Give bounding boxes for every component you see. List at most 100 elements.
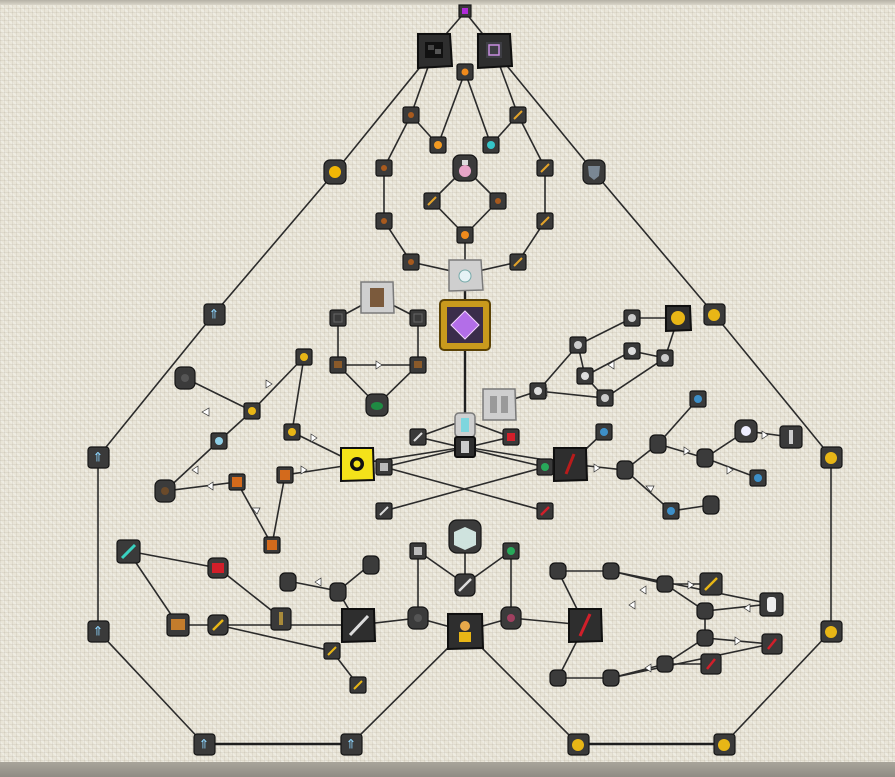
dark-node-lr-a[interactable] [549, 562, 567, 580]
pearl-node[interactable] [734, 419, 758, 443]
gold-orb-node-bottom-center[interactable] [567, 733, 590, 756]
frost-node-c[interactable] [662, 502, 680, 520]
armor-node-small[interactable] [375, 458, 393, 476]
gold-stick-node[interactable] [207, 614, 229, 636]
blue-boost-node-bottom-center[interactable]: ⇑ [340, 733, 363, 756]
gold-orb-node-right-middle[interactable] [820, 446, 843, 469]
chest-node-a[interactable] [329, 356, 347, 374]
frost-node-b[interactable] [595, 423, 613, 441]
dark-gem-node-a[interactable] [174, 366, 196, 390]
red-feather-node[interactable] [536, 502, 554, 520]
hook-node[interactable] [270, 607, 292, 631]
blue-boost-node-bottom-left[interactable]: ⇑ [193, 733, 216, 756]
wand-node-c[interactable] [536, 212, 554, 230]
red-wand-node-a[interactable] [761, 633, 783, 655]
cloud-node-a[interactable] [623, 309, 641, 327]
dark-node-lr-h[interactable] [656, 655, 674, 673]
gold-bolt-node-a[interactable] [295, 348, 313, 366]
cloud-node-c[interactable] [623, 342, 641, 360]
gold-wand-node-lr[interactable] [699, 572, 723, 596]
gold-keystone-node[interactable] [665, 305, 693, 333]
gold-orb-node-right-lower[interactable] [820, 620, 843, 643]
pillar-node[interactable] [779, 425, 803, 449]
dark-node-right-d[interactable] [702, 495, 720, 515]
tool-node-left[interactable] [409, 428, 427, 446]
cloud-node-g[interactable] [596, 389, 614, 407]
flask-node[interactable] [448, 259, 484, 292]
green-orb-node-lower[interactable] [502, 542, 520, 560]
cloud-node-d[interactable] [656, 349, 674, 367]
ember-node-c[interactable] [375, 212, 393, 230]
frost-node-d[interactable] [749, 469, 767, 487]
crimson-blade-notable[interactable] [568, 608, 604, 644]
armor-node-lower[interactable] [409, 542, 427, 560]
golden-figure-notable[interactable] [447, 613, 485, 651]
cloud-node-b[interactable] [569, 336, 587, 354]
red-wand-node-b[interactable] [700, 653, 722, 675]
dark-node-lower-a[interactable] [279, 572, 297, 592]
dark-node-lr-c[interactable] [656, 575, 674, 593]
quill-node[interactable] [375, 502, 393, 520]
gold-stick-node-b[interactable] [323, 642, 341, 660]
golden-apple-node[interactable] [323, 159, 347, 185]
blue-boost-node-left-lower[interactable]: ⇑ [87, 620, 110, 643]
ember-node-e[interactable] [489, 192, 507, 210]
frost-node-a[interactable] [689, 390, 707, 408]
dark-gem-node-b[interactable] [154, 479, 176, 503]
sun-sigil-notable[interactable] [340, 447, 376, 483]
dark-orb-node-right[interactable] [500, 606, 522, 630]
rune-node[interactable] [276, 466, 294, 484]
dark-node-lr-e[interactable] [696, 629, 714, 647]
top-left-notable[interactable] [417, 33, 454, 70]
teal-sword-node[interactable] [116, 539, 141, 564]
map-node[interactable] [166, 613, 190, 637]
dark-node-lower-b[interactable] [329, 582, 347, 602]
blood-wand-notable[interactable] [553, 447, 589, 483]
grid-node-a[interactable] [329, 309, 347, 327]
wand-node-d[interactable] [509, 253, 527, 271]
gold-orb-node-right-upper[interactable] [703, 303, 726, 326]
blue-boost-node-left-middle[interactable]: ⇑ [87, 446, 110, 469]
sword-notable[interactable] [341, 608, 377, 644]
dark-node-right-c[interactable] [696, 448, 714, 468]
dark-node-right-a[interactable] [649, 434, 667, 454]
dark-node-lr-d[interactable] [696, 602, 714, 620]
green-slime-node[interactable] [365, 393, 389, 417]
green-gem-node[interactable] [536, 458, 554, 476]
dark-node-lr-g[interactable] [602, 669, 620, 687]
chest-node-b[interactable] [409, 356, 427, 374]
flame-node-top[interactable] [456, 63, 474, 81]
vial-node[interactable] [454, 412, 476, 438]
dark-node-right-b[interactable] [616, 460, 634, 480]
ice-node[interactable] [210, 432, 228, 450]
fire-node[interactable] [429, 136, 447, 154]
core-keystone[interactable] [439, 299, 491, 351]
red-dice-node[interactable] [502, 428, 520, 446]
cloud-node-f[interactable] [529, 382, 547, 400]
wand-node-e[interactable] [423, 192, 441, 210]
gold-stick-node-c[interactable] [349, 676, 367, 694]
dark-node-lr-f[interactable] [549, 669, 567, 687]
shield-node[interactable] [582, 159, 606, 185]
white-cube-notable[interactable] [448, 519, 482, 554]
dark-node-lr-b[interactable] [602, 562, 620, 580]
gold-orb-node-bottom-right[interactable] [713, 733, 736, 756]
ember-node-d[interactable] [402, 253, 420, 271]
wand-node-a[interactable] [509, 106, 527, 124]
potion-node[interactable] [452, 154, 478, 182]
blue-boost-node-left-upper[interactable]: ⇑ [203, 303, 226, 326]
grid-node-b[interactable] [409, 309, 427, 327]
gold-bolt-node-c[interactable] [283, 423, 301, 441]
cloud-node-e[interactable] [576, 367, 594, 385]
gold-bolt-node-b[interactable] [243, 402, 261, 420]
blade-node-center[interactable] [454, 573, 476, 597]
ember-node-a[interactable] [402, 106, 420, 124]
rune-node-c[interactable] [263, 536, 281, 554]
root-node[interactable] [458, 4, 472, 18]
ember-node-b[interactable] [375, 159, 393, 177]
dark-node-lower-c[interactable] [362, 555, 380, 575]
gate-node[interactable] [454, 436, 476, 458]
wand-node-b[interactable] [536, 159, 554, 177]
armor-notable[interactable] [482, 388, 517, 421]
